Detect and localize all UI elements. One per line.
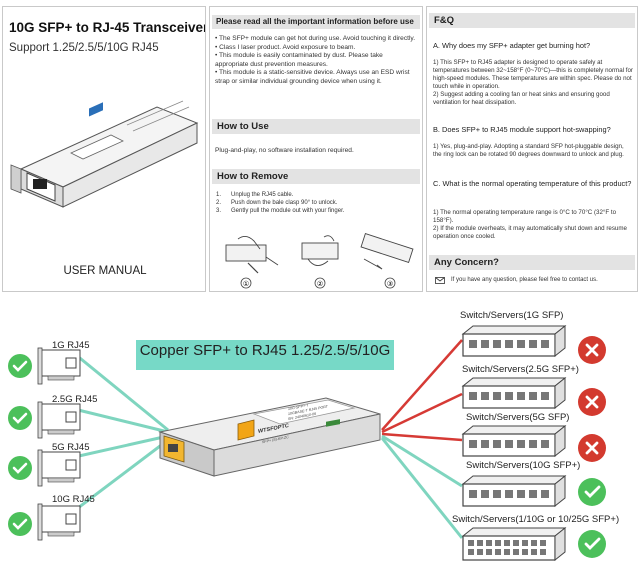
card-label: 10G RJ45 (52, 494, 95, 505)
contact-text: If you have any question, please feel fr… (451, 277, 598, 283)
info-text: • The SFP+ module can get hot during use… (215, 35, 418, 86)
check-icon (578, 530, 606, 558)
check-icon (8, 406, 32, 430)
connection-lines (69, 339, 464, 539)
faq-header: F&Q (429, 13, 635, 28)
module-brand: WTSFOPTC (258, 423, 289, 435)
network-switch-icon (461, 324, 567, 358)
card-link-line (69, 406, 169, 434)
remove-step: 3.Gently pull the module out with your f… (216, 208, 345, 214)
remove-step: 2.Push down the bale clasp 90° to unlock… (216, 200, 338, 206)
card-link-line (69, 348, 169, 432)
manual-title: 10G SFP+ to RJ-45 Transceiver (9, 20, 206, 35)
how-to-use-text: Plug-and-play, no software installation … (215, 147, 354, 154)
cross-icon (578, 388, 606, 416)
supported-link-line (381, 434, 463, 488)
faq-question: A. Why does my SFP+ adapter get burning … (433, 41, 591, 50)
card-label: 5G RJ45 (52, 442, 90, 453)
cross-icon (578, 434, 606, 462)
sfp-module-image: WTSFOPTC 10G-SFP+-T 10GBASE-T RJ45 PORT … (158, 397, 381, 477)
switch-label: Switch/Servers(10G SFP+) (466, 460, 581, 471)
how-to-remove-header: How to Remove (212, 169, 420, 184)
card-label: 1G RJ45 (52, 340, 90, 351)
manual-faq-panel: F&Q A. Why does my SFP+ adapter get burn… (426, 6, 638, 292)
concern-header: Any Concern? (429, 255, 635, 270)
module-label-line: SN: 24040610-06 (288, 412, 316, 421)
info-line: • The SFP+ module can get hot during use… (215, 35, 416, 42)
cross-icon (578, 336, 606, 364)
info-line: • This module is a static-sensitive devi… (215, 69, 410, 85)
check-icon (8, 456, 32, 480)
switch-label: Switch/Servers(5G SFP) (466, 412, 570, 423)
faq-question: C. What is the normal operating temperat… (433, 179, 632, 188)
removal-step-illustrations: ① ② ③ (225, 233, 414, 289)
check-icon (578, 478, 606, 506)
unsupported-link-line (381, 432, 463, 442)
sfp-module-illustration (10, 100, 199, 208)
info-line: • This module is easily contaminated by … (215, 52, 383, 68)
module-label-line: SFP+ (S)-KP-ZC (262, 435, 289, 444)
info-line: • Class I laser product. Avoid exposure … (215, 43, 356, 51)
network-switch-icon (461, 424, 567, 458)
manual-instructions-panel: Please read all the important informatio… (209, 6, 423, 292)
manual-cover-panel: 10G SFP+ to RJ-45 Transceiver Support 1.… (2, 6, 206, 292)
figure-number: ③ (387, 280, 393, 288)
network-card-icon (37, 401, 81, 439)
card-label: 2.5G RJ45 (52, 394, 98, 405)
banner-title: Copper SFP+ to RJ45 1.25/2.5/5/10G (139, 342, 391, 359)
how-to-use-header: How to Use (212, 119, 420, 134)
user-manual-label: USER MANUAL (63, 265, 147, 277)
faq-question: B. Does SFP+ to RJ45 module support hot-… (433, 125, 611, 134)
unsupported-link-line (381, 392, 463, 434)
network-switch-icon (461, 526, 567, 562)
supported-link-line (380, 437, 464, 539)
manual-subtitle: Support 1.25/2.5/5/10G RJ45 (9, 42, 159, 54)
network-switch-icon (461, 376, 567, 410)
network-card-icon (37, 503, 81, 541)
unsupported-link-line (381, 339, 463, 431)
faq-answer: 1) Yes, plug-and-play. Adopting a standa… (433, 143, 624, 158)
figure-number: ② (317, 280, 323, 288)
network-card-icon (37, 449, 81, 487)
network-card-icon (37, 347, 81, 385)
info-header: Please read all the important informatio… (212, 15, 420, 29)
title-banner (136, 340, 394, 370)
check-icon (8, 512, 32, 536)
check-icon (8, 354, 32, 378)
figure-number: ① (243, 280, 249, 288)
network-switch-icon (461, 474, 567, 508)
remove-step: 1.Unplug the RJ45 cable. (216, 192, 294, 198)
switch-label: Switch/Servers(1/10G or 10/25G SFP+) (452, 514, 620, 525)
switch-label: Switch/Servers(1G SFP) (460, 310, 564, 321)
card-link-line (69, 434, 169, 460)
mail-icon (435, 277, 445, 284)
remove-steps: 1.Unplug the RJ45 cable. 2.Push down the… (216, 191, 418, 215)
module-label-line: 10GBASE-T RJ45 PORT (288, 404, 329, 416)
card-link-line (69, 438, 169, 516)
switch-label: Switch/Servers(2.5G SFP+) (462, 364, 579, 375)
faq-answer: 1) This SFP+ to RJ45 adapter is designed… (433, 59, 633, 106)
compatibility-diagram: Copper SFP+ to RJ45 1.25/2.5/5/10G 1G RJ… (0, 298, 640, 566)
module-label-line: 10G-SFP+-T (288, 403, 309, 411)
faq-answer: 1) The normal operating temperature rang… (433, 209, 627, 240)
user-manual-strip: 10G SFP+ to RJ-45 Transceiver Support 1.… (2, 6, 638, 292)
